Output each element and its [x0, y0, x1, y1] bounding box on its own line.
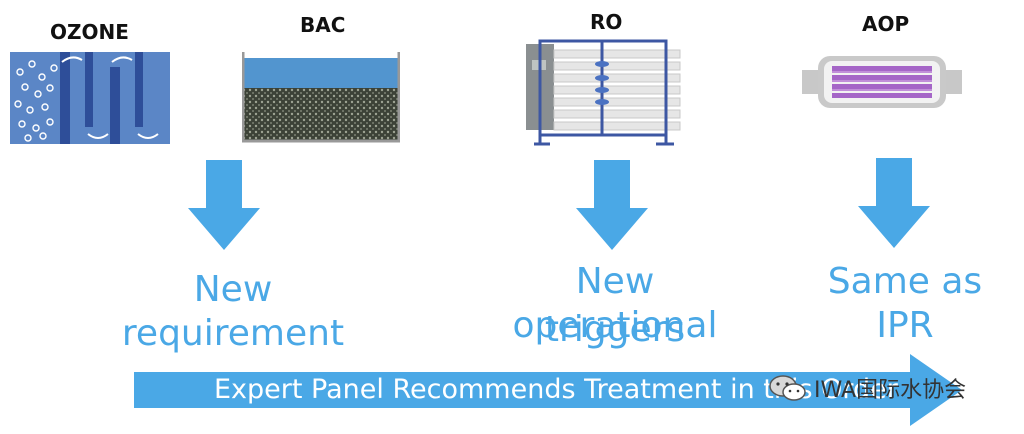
down-arrow-aop: [858, 158, 930, 248]
stage-label-ozone: OZONE: [50, 20, 129, 44]
stage-label-aop: AOP: [862, 12, 910, 36]
down-arrow-ro: [576, 160, 648, 250]
watermark: IWA国际水协会: [768, 372, 966, 404]
outcome-aop: Same as IPR: [827, 261, 983, 346]
wechat-icon: [769, 375, 806, 401]
reverse-osmosis-icon: [526, 39, 681, 146]
outcome-ro-line2: triggers: [544, 309, 686, 350]
outcome-bac: New requirement: [121, 269, 345, 354]
outcome-ro-line1: New operational: [512, 261, 718, 346]
down-arrow-bac: [188, 160, 260, 250]
watermark-text: IWA国际水协会: [814, 378, 967, 403]
ozone-contactor-icon: [10, 52, 170, 144]
uv-reactor-icon: [802, 56, 962, 108]
stage-label-ro: RO: [590, 10, 623, 34]
bac-filter-icon: [242, 52, 400, 143]
stage-label-bac: BAC: [300, 13, 346, 37]
